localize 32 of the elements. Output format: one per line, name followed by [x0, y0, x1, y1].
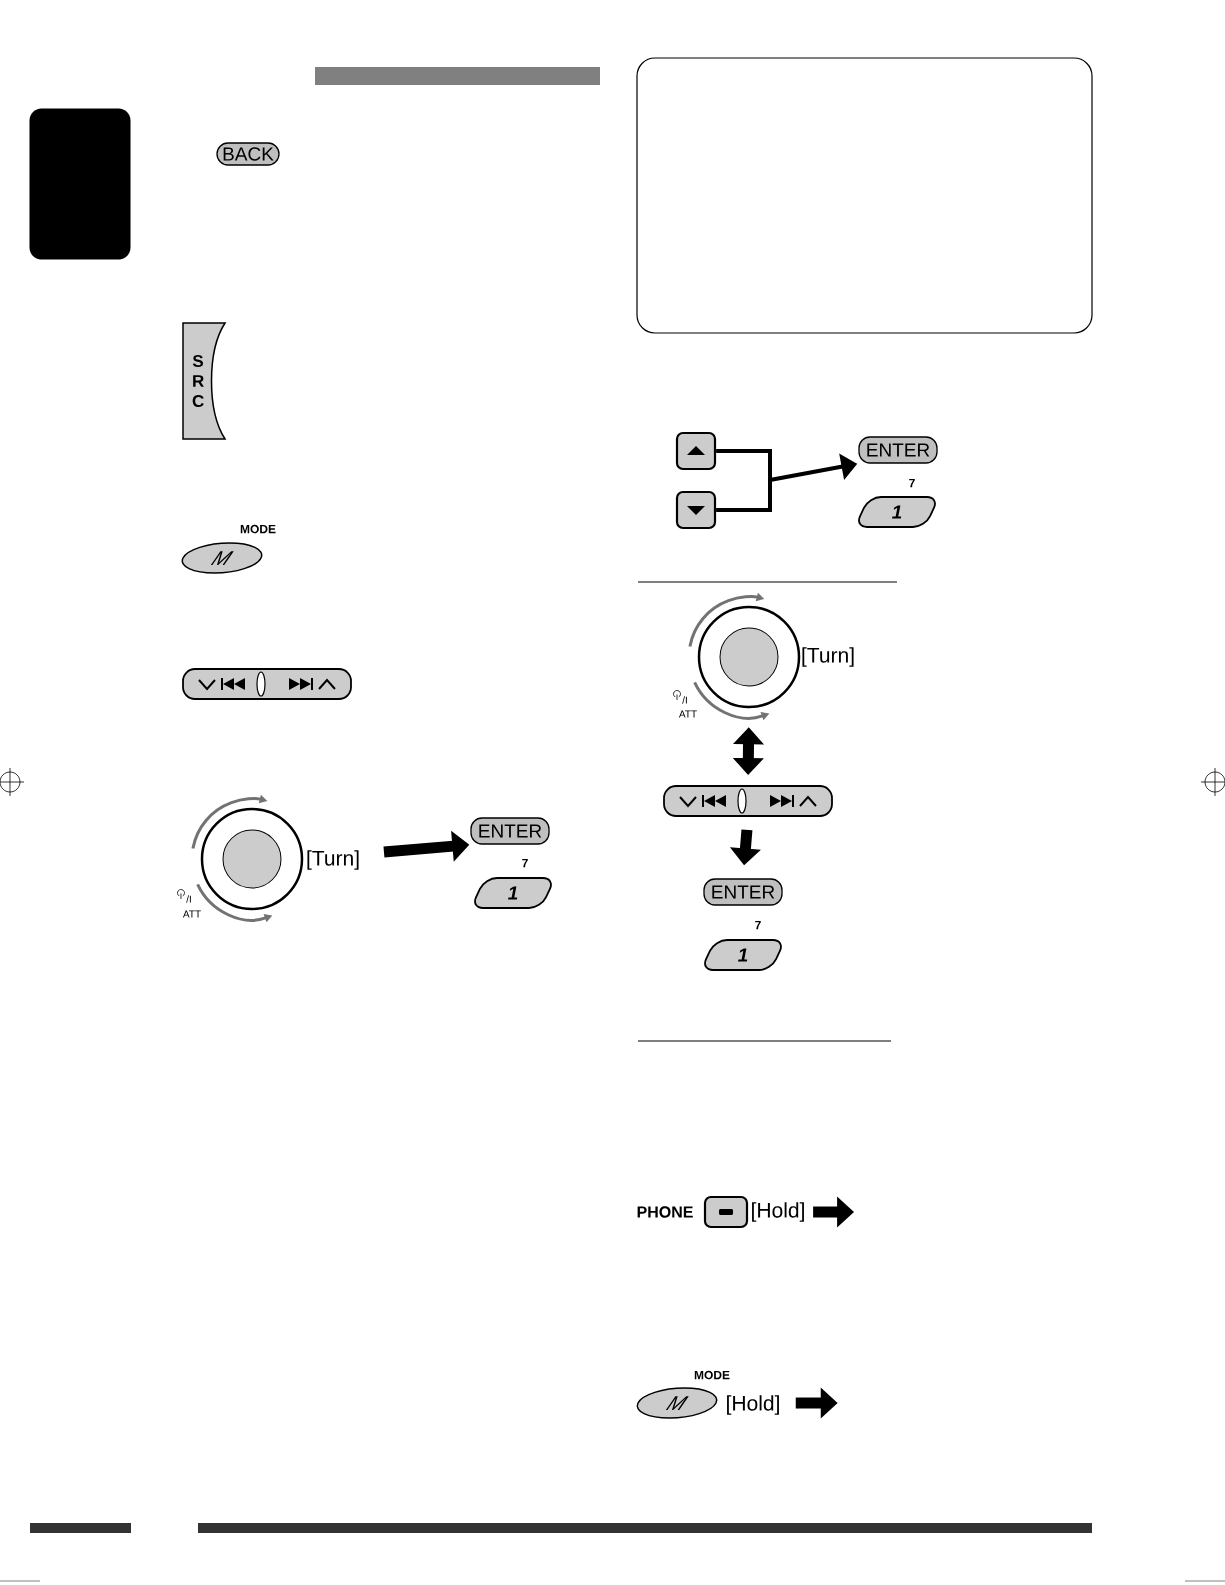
- enter-button: BACK: [216, 142, 280, 166]
- hold-label: [Hold]: [752, 1202, 804, 1222]
- seek-button: [182, 668, 352, 700]
- side-tab: [29, 108, 131, 260]
- phone-button: [703, 1195, 749, 1229]
- number-label: 7: [522, 858, 528, 868]
- enter-button: ENTER: [858, 436, 938, 464]
- number-label: 7: [909, 478, 915, 488]
- preset-button: 1: [704, 939, 782, 971]
- button-label: ATT: [678, 710, 697, 718]
- turn-label: [Turn]: [307, 850, 359, 870]
- hold-label: [Hold]: [727, 1395, 779, 1415]
- enter-button: ENTER: [703, 878, 783, 906]
- button-label: /I: [682, 696, 687, 704]
- control-knob: [697, 605, 801, 709]
- turn-label: [Turn]: [802, 647, 854, 667]
- seek-button: [663, 785, 833, 817]
- up-button: [675, 431, 717, 471]
- mode-button: M: [181, 542, 263, 574]
- button-label: MODE: [240, 524, 276, 534]
- mode-button: M: [636, 1387, 718, 1419]
- preset-button: 1: [858, 496, 936, 528]
- button-label: MODE: [694, 1370, 730, 1380]
- down-button: [675, 490, 717, 530]
- button-label: ATT: [182, 910, 201, 918]
- enter-button: ENTER: [470, 817, 550, 845]
- preset-button: 1: [474, 877, 552, 909]
- control-knob: [200, 807, 304, 911]
- source-button: S R C: [182, 322, 226, 440]
- button-label: PHONE: [637, 1206, 693, 1218]
- number-label: 7: [755, 920, 761, 930]
- button-label: /I: [186, 895, 191, 903]
